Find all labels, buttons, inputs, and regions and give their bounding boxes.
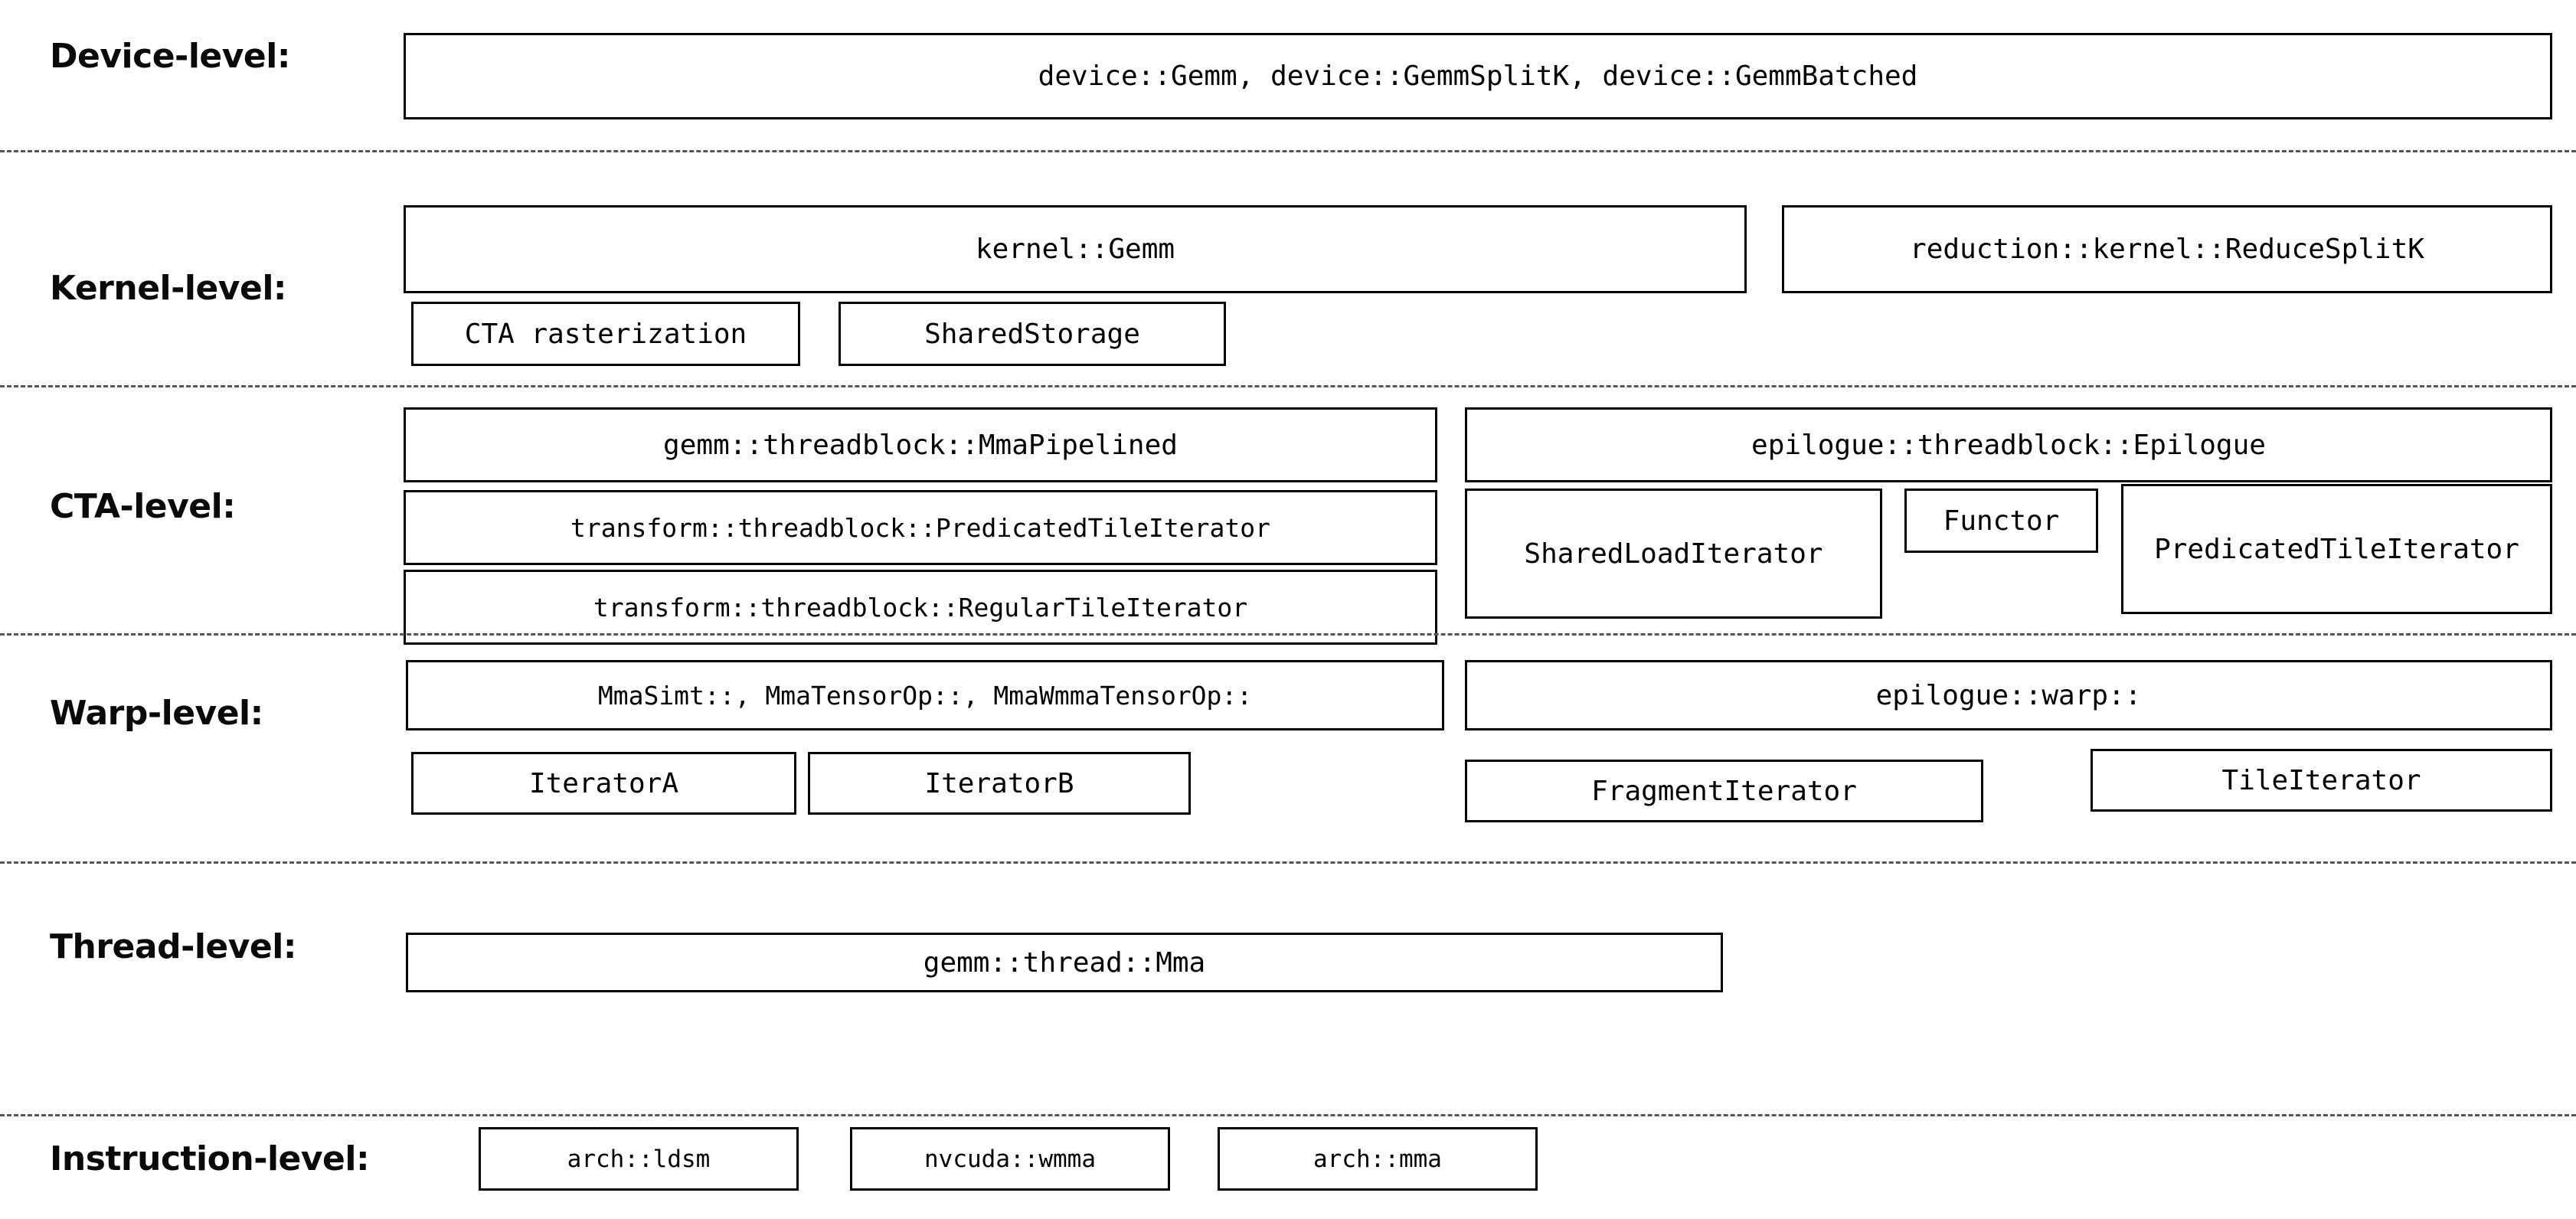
divider-cta-warp: [0, 633, 2576, 636]
box-epilogue-predicatedtileiterator[interactable]: PredicatedTileIterator: [2121, 484, 2552, 614]
box-warp-iteratorb[interactable]: IteratorB: [808, 752, 1191, 815]
level-label-warp: Warp-level:: [50, 694, 263, 733]
divider-warp-thread: [0, 861, 2576, 864]
box-epilogue-threadblock-epilogue[interactable]: epilogue::threadblock::Epilogue: [1465, 407, 2552, 482]
box-warp-fragmentiterator[interactable]: FragmentIterator: [1465, 760, 1983, 822]
box-epilogue-warp[interactable]: epilogue::warp::: [1465, 660, 2552, 730]
box-warp-tileiterator[interactable]: TileIterator: [2091, 749, 2552, 812]
box-gemm-threadblock-mmapipelined[interactable]: gemm::threadblock::MmaPipelined: [404, 407, 1437, 482]
level-label-cta: CTA-level:: [50, 487, 236, 526]
box-warp-mma-variants[interactable]: MmaSimt::, MmaTensorOp::, MmaWmmaTensorO…: [406, 660, 1444, 730]
box-arch-mma[interactable]: arch::mma: [1218, 1127, 1538, 1191]
divider-kernel-cta: [0, 385, 2576, 387]
level-label-device: Device-level:: [50, 37, 290, 76]
box-functor[interactable]: Functor: [1904, 489, 2098, 553]
box-gemm-thread-mma[interactable]: gemm::thread::Mma: [406, 933, 1723, 992]
box-cta-rasterization[interactable]: CTA rasterization: [411, 302, 800, 366]
box-reduction-kernel-reducesplitk[interactable]: reduction::kernel::ReduceSplitK: [1782, 205, 2552, 293]
box-device-gemm[interactable]: device::Gemm, device::GemmSplitK, device…: [404, 33, 2552, 119]
divider-device-kernel: [0, 150, 2576, 152]
level-label-kernel: Kernel-level:: [50, 269, 287, 308]
box-nvcuda-wmma[interactable]: nvcuda::wmma: [850, 1127, 1170, 1191]
box-kernel-gemm[interactable]: kernel::Gemm: [404, 205, 1747, 293]
level-label-instruction: Instruction-level:: [50, 1139, 370, 1178]
level-label-thread: Thread-level:: [50, 927, 296, 966]
box-sharedloaditerator[interactable]: SharedLoadIterator: [1465, 489, 1882, 619]
box-transform-threadblock-regulartileiterator[interactable]: transform::threadblock::RegularTileItera…: [404, 570, 1437, 645]
box-warp-iteratora[interactable]: IteratorA: [411, 752, 796, 815]
box-sharedstorage[interactable]: SharedStorage: [839, 302, 1226, 366]
divider-thread-instruction: [0, 1114, 2576, 1116]
box-transform-threadblock-predicatedtileiterator[interactable]: transform::threadblock::PredicatedTileIt…: [404, 490, 1437, 565]
box-arch-ldsm[interactable]: arch::ldsm: [479, 1127, 799, 1191]
